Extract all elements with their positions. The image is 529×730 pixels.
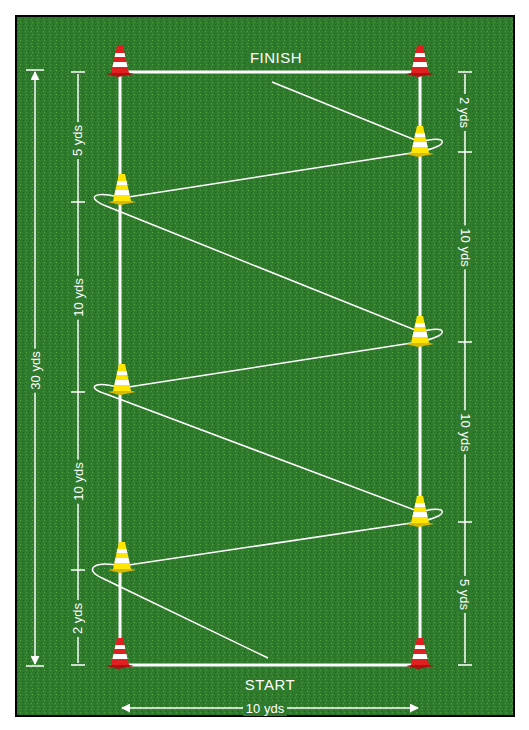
start-label: START <box>242 677 298 692</box>
dimension-label: 30 yds <box>28 348 43 392</box>
finish-label: FINISH <box>247 50 305 65</box>
dimension-label: 10 yds <box>71 459 86 503</box>
dimension-label: 5 yds <box>70 121 85 158</box>
dimension-label: 10 yds <box>243 701 287 716</box>
dimension-label: 5 yds <box>457 575 472 612</box>
dimension-label: 2 yds <box>457 93 472 130</box>
dimension-label: 2 yds <box>70 599 85 636</box>
dimension-label: 10 yds <box>458 225 473 269</box>
dimension-label: 10 yds <box>458 410 473 454</box>
dimension-label: 10 yds <box>71 275 86 319</box>
